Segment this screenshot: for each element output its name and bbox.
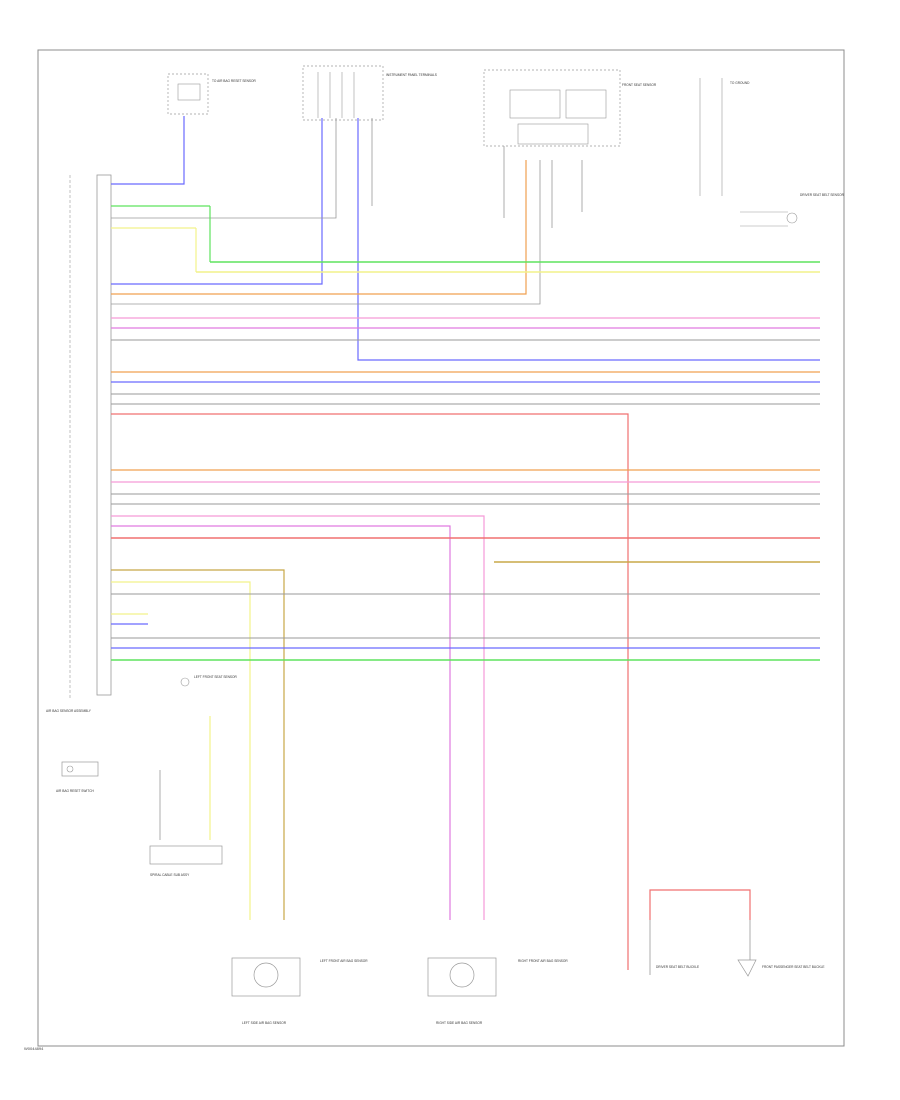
right-top-sensor-label: DRIVER SEAT BELT SENSOR (800, 193, 845, 197)
wire-runs (111, 261, 820, 970)
sensor-left: LEFT SIDE AIR BAG SENSOR LEFT FRONT AIR … (231, 957, 368, 1025)
left-mid-label: LEFT FRONT SEAT SENSOR (194, 675, 238, 679)
sensor-right: RIGHT SIDE AIR BAG SENSOR RIGHT FRONT AI… (427, 957, 568, 1025)
top-component-2: INSTRUMENT PANEL TERMINALS (302, 65, 437, 121)
sensor-left-desc: LEFT FRONT AIR BAG SENSOR (320, 959, 368, 963)
top-component-4-label: TO GROUND (730, 81, 750, 85)
sensor-right-label: RIGHT SIDE AIR BAG SENSOR (436, 1021, 483, 1025)
bottom-right-2-label: FRONT PASSENGER SEAT BELT BUCKLE (762, 965, 825, 969)
ecu-connector: AIR BAG SENSOR ASSEMBLY (46, 174, 112, 713)
diagram-frame (37, 49, 845, 1047)
bottom-right-1-label: DRIVER SEAT BELT BUCKLE (656, 965, 699, 969)
footer-code: W0044894 (24, 1046, 44, 1051)
sensor-right-desc: RIGHT FRONT AIR BAG SENSOR (518, 959, 568, 963)
left-connector-label: SPIRAL CABLE SUB ASSY (150, 873, 190, 877)
left-btm-label: AIR BAG RESET SWITCH (56, 789, 95, 793)
left-lower-components: LEFT FRONT SEAT SENSOR AIR BAG RESET SWI… (56, 675, 238, 877)
top-component-4: TO GROUND (699, 78, 750, 196)
ecu-label: AIR BAG SENSOR ASSEMBLY (46, 709, 92, 713)
bottom-right-components: DRIVER SEAT BELT BUCKLE FRONT PASSENGER … (649, 889, 825, 977)
sensor-left-label: LEFT SIDE AIR BAG SENSOR (242, 1021, 287, 1025)
top-component-1-label: TO AIR BAG RESET SENSOR (212, 79, 257, 83)
top-component-3-label: FRONT SEAT SENSOR (622, 83, 657, 87)
top-component-1: TO AIR BAG RESET SENSOR (167, 73, 257, 115)
top-feeders (111, 116, 820, 361)
top-component-2-label: INSTRUMENT PANEL TERMINALS (386, 73, 437, 77)
top-component-3: FRONT SEAT SENSOR (483, 69, 657, 147)
right-top-sensor: DRIVER SEAT BELT SENSOR (740, 193, 845, 227)
